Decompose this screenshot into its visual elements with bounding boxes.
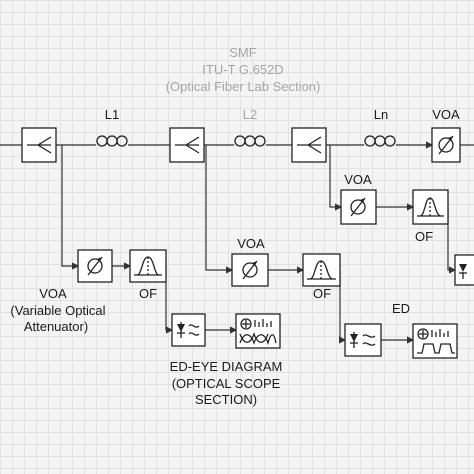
optical-filter-right	[412, 189, 449, 225]
of-label-right: OF	[415, 229, 433, 244]
voa-description-line3: Attenuator)	[24, 319, 88, 334]
voa-description-title: VOA	[39, 286, 67, 301]
smf-title: SMF	[229, 45, 257, 60]
optical-filter-center	[302, 253, 341, 287]
branch-center	[205, 145, 415, 344]
scope-caption-line2: (OPTICAL SCOPE	[172, 376, 281, 391]
smf-section: (Optical Fiber Lab Section)	[166, 79, 321, 94]
voa-label-top: VOA	[432, 107, 460, 122]
voa-label-center: VOA	[237, 236, 265, 251]
eye-diagram-scope-left	[235, 313, 281, 349]
voa-mid-right	[340, 189, 377, 225]
eye-diagram-scope-center	[412, 323, 458, 359]
scope-caption-title: ED-EYE DIAGRAM	[170, 359, 283, 374]
of-label-left: OF	[139, 286, 157, 301]
branch-left	[61, 145, 238, 334]
coupler-3	[291, 127, 327, 163]
fiber-label-l2: L2	[243, 107, 257, 122]
fiber-coil-l2	[234, 135, 266, 147]
photodetector-right	[454, 254, 474, 286]
of-label-center: OF	[313, 286, 331, 301]
branch-right	[329, 145, 457, 274]
smf-standard: ITU-T G.652D	[202, 62, 283, 77]
ed-label: ED	[392, 301, 410, 316]
voa-label-mid-right: VOA	[344, 172, 372, 187]
coupler-1	[21, 127, 57, 163]
scope-caption-line3: SECTION)	[195, 392, 257, 407]
fiber-coil-ln	[364, 135, 396, 147]
optical-filter-left	[129, 249, 167, 283]
photodetector-left	[171, 313, 206, 347]
voa-center	[231, 253, 269, 287]
fiber-coil-l1	[96, 135, 128, 147]
fiber-label-l1: L1	[105, 107, 119, 122]
voa-left	[77, 249, 113, 283]
photodetector-center	[344, 323, 382, 357]
voa-description-line2: (Variable Optical	[10, 303, 105, 318]
voa-top	[431, 127, 461, 163]
coupler-2	[169, 127, 205, 163]
fiber-label-ln: Ln	[374, 107, 388, 122]
